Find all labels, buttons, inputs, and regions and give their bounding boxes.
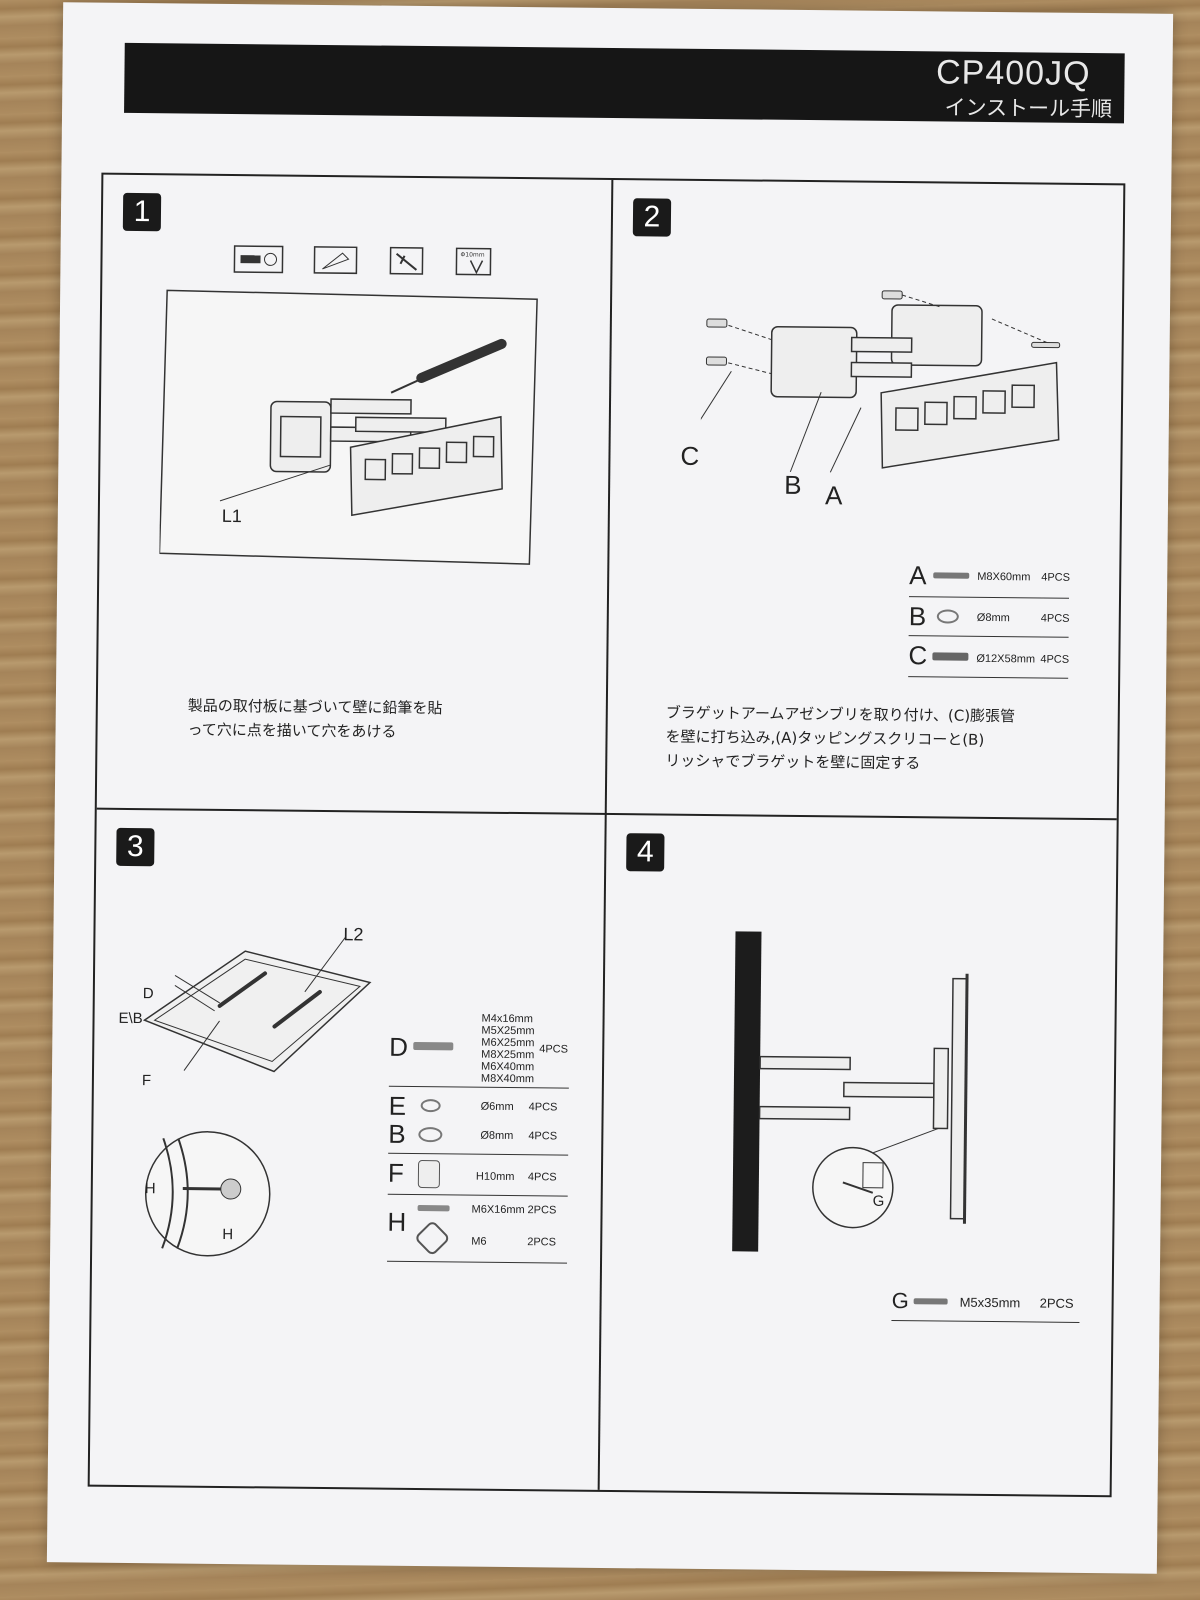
tv-back-plate-diagram [142,936,372,1073]
part-letter: C [908,640,928,671]
part-letter: A [909,560,927,591]
step-3-parts-list: D M4x16mm M5X25mm M6X25mm M8X25mm M6X40m… [387,1007,570,1264]
callout-b: B [784,469,802,500]
callout-l2: L2 [343,924,364,945]
step-3-panel: 3 L2 D E\B F [90,810,605,1490]
step-1-line-1: 製品の取付板に基づいて壁に鉛筆を貼 [187,696,443,718]
header-bar: CP400JQ インストール手順 [124,42,1125,124]
callout-g: G [872,1192,885,1210]
step-4-parts-list: G M5x35mm 2PCS [891,1285,1080,1323]
callout-a: A [824,480,843,511]
part-spec: M8X40mm [480,1072,535,1086]
drill-bit-label: Φ10mm [461,251,485,258]
step-2-line-1: ブラゲットアームアゼンブリを取り付け、(C)膨張管 [665,703,1016,726]
sheet-subtitle: インストール手順 [944,95,1113,122]
part-spec: M8X25mm [481,1048,535,1062]
part-qty: 4PCS [1040,653,1070,666]
callout-eb: E\B [118,1009,143,1028]
part-spec: H10mm [475,1170,515,1184]
callout-h-right: H [222,1225,234,1244]
step-1-line-2: って穴に点を描いて穴をあける [187,720,397,741]
part-qty: 4PCS [528,1101,558,1114]
part-row-d: D M4x16mm M5X25mm M6X25mm M8X25mm M6X40m… [388,1007,570,1089]
part-qty: 4PCS [1041,571,1071,584]
callout-f: F [141,1072,152,1090]
part-spec: M6X16mm [471,1203,525,1217]
steps-grid: 1 Φ10mm [87,172,1126,1498]
part-spec: Ø6mm [480,1100,514,1114]
step-2-parts-list: A M8X60mm 4PCS B Ø8mm 4PCS C Ø12X58mm 4P… [908,558,1071,679]
callout-c: C [680,440,700,471]
callout-d: D [142,985,154,1003]
bracket-exploded-diagram [700,290,1061,473]
instruction-sheet: CP400JQ インストール手順 1 Φ10mm [46,2,1174,1574]
step-2-panel: 2 [607,180,1124,818]
part-spec: Ø8mm [976,611,1010,625]
part-row-g: G M5x35mm 2PCS [891,1285,1080,1323]
part-spec: M5X25mm [481,1024,535,1038]
part-row-f: F H10mm 4PCS [387,1153,569,1197]
part-row-h: H M6X16mm 2PCS M6 2PCS [387,1194,568,1264]
model-number: CP400JQ [935,53,1091,93]
part-row-c: C Ø12X58mm 4PCS [908,636,1070,679]
step-2-number: 2 [632,198,672,237]
part-spec: M6X40mm [481,1060,535,1074]
bolt-icon [413,1041,454,1051]
part-spec: M5x35mm [959,1294,1021,1311]
callout-h-left: H [144,1180,156,1198]
part-qty: 4PCS [539,1043,569,1056]
part-qty: 2PCS [527,1236,557,1249]
mounted-tv-side-diagram [732,931,969,1252]
screw-icon [417,1205,450,1212]
part-row-e-b: E Ø6mm 4PCS B Ø8mm 4PCS [388,1086,569,1156]
part-qty: 4PCS [528,1130,558,1143]
part-letter: D [389,1031,409,1062]
part-spec: M6 [471,1235,487,1248]
part-letter: E [388,1090,407,1121]
step-1-number: 1 [122,192,162,232]
washer-icon [418,1127,443,1143]
part-qty: 4PCS [527,1171,557,1184]
anchor-icon [932,652,969,661]
part-letter: B [388,1118,406,1149]
tool-icons: Φ10mm [233,245,492,276]
screw-icon [913,1298,948,1305]
part-row-a: A M8X60mm 4PCS [909,558,1071,599]
thumb-nut-icon [413,1219,451,1257]
step-2-instruction: ブラゲットアームアゼンブリを取り付け、(C)膨張管 を壁に打ち込み,(A)タッピ… [665,701,1015,777]
spacer-icon [417,1160,441,1189]
part-spec: M4x16mm [481,1012,533,1026]
step-2-line-3: リッシャでブラゲットを壁に固定する [665,751,921,773]
part-letter: F [387,1157,405,1188]
detail-magnifier-diagram [144,1131,271,1257]
step-1-instruction: 製品の取付板に基づいて壁に鉛筆を貼 って穴に点を描いて穴をあける [187,694,442,745]
part-spec: M8X60mm [977,570,1031,584]
part-spec: Ø12X58mm [976,652,1036,666]
part-letter: B [908,601,927,632]
step-4-number: 4 [626,833,665,872]
callout-l1: L1 [221,505,242,527]
washer-icon [420,1099,441,1113]
part-letter: G [891,1287,909,1314]
screw-icon [933,572,970,579]
part-spec: Ø8mm [480,1129,514,1143]
part-specs: M4x16mm M5X25mm M6X25mm M8X25mm M6X40mm … [481,1013,535,1086]
part-row-b: B Ø8mm 4PCS [908,597,1070,638]
washer-icon [936,609,959,624]
part-qty: 4PCS [1040,612,1070,625]
part-letter: H [387,1206,407,1237]
step-2-line-2: を壁に打ち込み,(A)タッピングスクリコーと(B) [665,727,985,749]
step-4-panel: 4 G G [600,815,1117,1495]
step-3-number: 3 [116,827,155,867]
part-qty: 2PCS [1039,1295,1074,1311]
wall-with-bracket-diagram [159,289,538,565]
part-qty: 2PCS [527,1204,557,1217]
step-1-panel: 1 Φ10mm [97,175,612,813]
part-spec: M6X25mm [481,1036,535,1050]
